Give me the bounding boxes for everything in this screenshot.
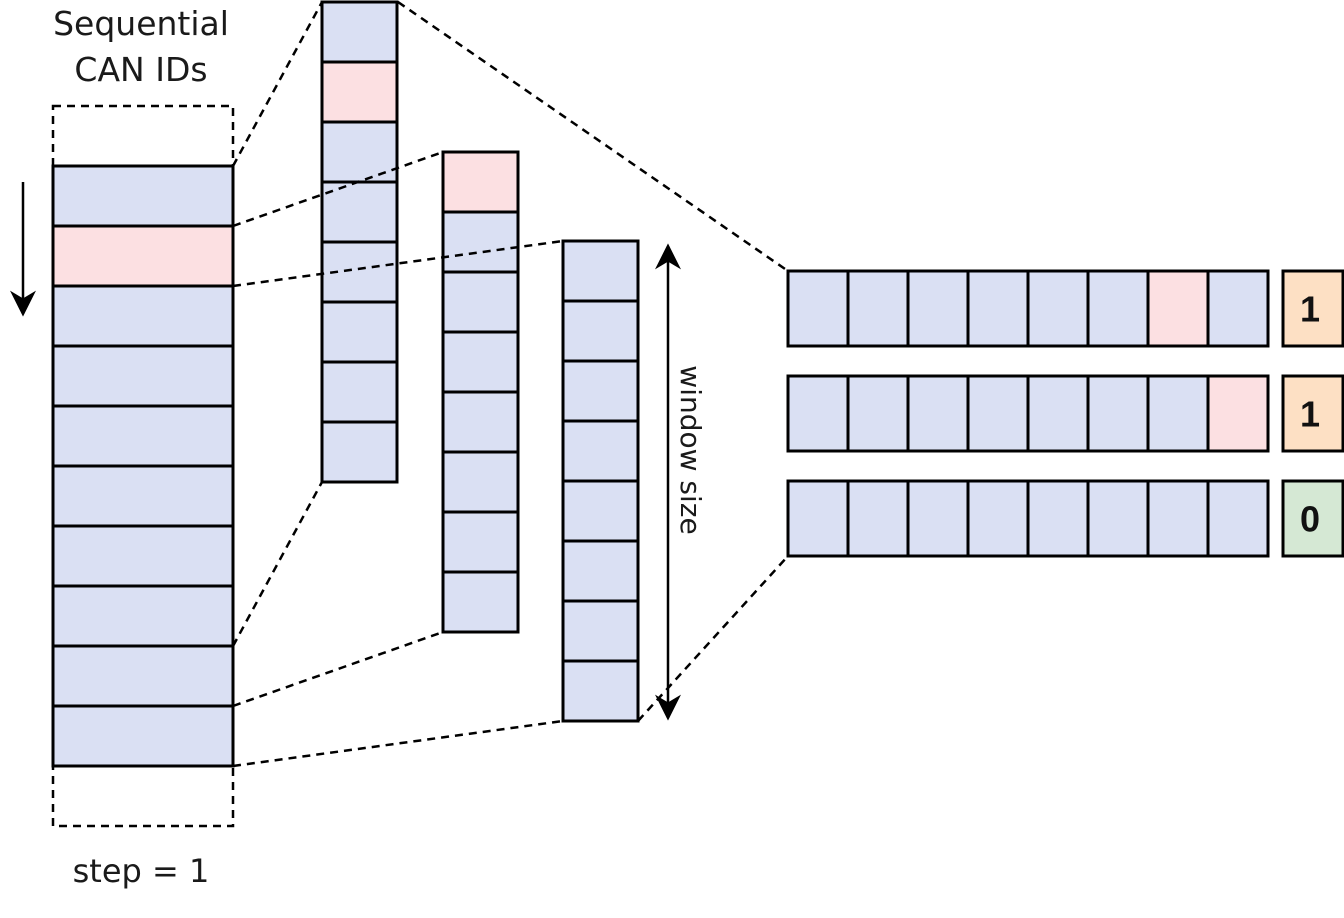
window-cell [441,450,520,514]
output-cell [906,374,970,453]
output-cell [1086,269,1150,348]
window-2 [441,150,520,634]
output-cell [1026,269,1090,348]
proj-out-top [397,0,789,273]
title-line-2: CAN IDs [74,50,207,89]
output-rows: 1 1 0 [786,269,1344,558]
window-cell [561,359,640,423]
window-size-label: window size [674,365,707,534]
output-cell [906,269,970,348]
window-cell [561,659,640,723]
output-cell [1146,269,1210,348]
output-label-box [1281,479,1344,558]
output-cell [1086,374,1150,453]
window-cell [320,360,399,424]
sequence-cell [51,704,235,768]
window-1 [320,0,399,484]
output-label-box [1281,374,1344,453]
window-cell [441,210,520,274]
window-cell [441,390,520,454]
output-cell [1026,479,1090,558]
window-cell [320,60,399,124]
proj-w3-bottom [232,719,564,768]
output-cell [1206,269,1270,348]
window-cell [320,300,399,364]
output-row: 1 [786,374,1344,453]
sequence-cell [51,584,235,648]
window-cell [320,0,399,64]
output-cell [786,269,850,348]
window-cell [441,270,520,334]
window-cell [320,180,399,244]
step-label: step = 1 [73,852,210,890]
window-cell [561,239,640,303]
output-cell [846,374,910,453]
sequence-cell [51,524,235,588]
output-cell [906,479,970,558]
window-cell [561,419,640,483]
window-cell [561,479,640,543]
output-row: 1 [786,269,1344,348]
sequence-column [51,164,235,768]
sequence-cell [51,344,235,408]
sequence-cell [51,464,235,528]
proj-w2-top [232,150,444,228]
proj-w1-top [231,1,324,167]
sequence-cell [51,404,235,468]
output-cell [1026,374,1090,453]
output-label: 1 [1300,289,1320,330]
output-label: 1 [1300,394,1320,435]
output-cell [966,269,1030,348]
window-3 [561,239,640,723]
window-cell [320,420,399,484]
output-cell [846,479,910,558]
output-cell [1086,479,1150,558]
sequence-cell [51,164,235,228]
window-cell [441,570,520,634]
output-cell [966,479,1030,558]
window-cell [441,330,520,394]
proj-out-bottom [637,555,789,722]
output-cell [846,269,910,348]
output-label-box [1281,269,1344,348]
proj-w1-bottom [231,481,324,647]
output-cell [786,479,850,558]
output-cell [1206,479,1270,558]
window-cell [441,150,520,214]
proj-w2-bottom [232,630,444,708]
output-cell [1206,374,1270,453]
output-cell [1146,374,1210,453]
title-line-1: Sequential [53,4,229,43]
projection-lines [231,0,789,768]
output-label: 0 [1300,499,1320,540]
window-cell [441,510,520,574]
sequence-cell [51,644,235,708]
output-row: 0 [786,479,1344,558]
sequence-cell [51,224,235,288]
window-cell [561,539,640,603]
output-cell [966,374,1030,453]
output-cell [786,374,850,453]
sequence-prev-slot [51,104,235,168]
sequence-cell [51,284,235,348]
window-cell [561,599,640,663]
sequence-next-slot [51,764,235,828]
output-cell [1146,479,1210,558]
window-cell [561,299,640,363]
